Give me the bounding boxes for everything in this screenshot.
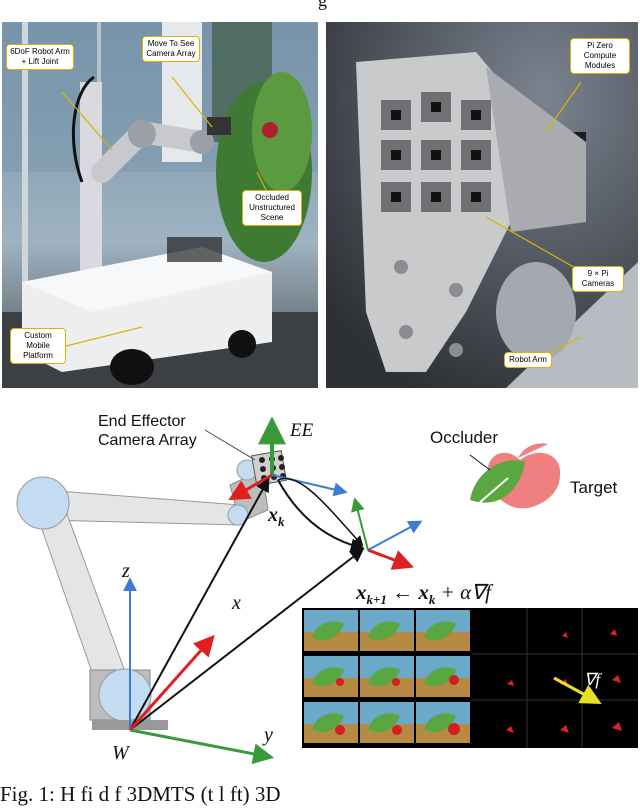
callout-pi-cameras: 9 × Pi Cameras [572, 266, 624, 292]
callout-custom-platform: Custom Mobile Platform [10, 328, 66, 364]
callout-robot-arm-right: Robot Arm [504, 352, 552, 368]
update-rule-x2: x [418, 580, 429, 604]
x-vector-label: x [232, 592, 241, 614]
camera-view-tile [416, 656, 470, 697]
callout-robot-arm: 6DoF Robot Arm + Lift Joint [6, 44, 74, 70]
update-rule-sub1: k+1 [366, 592, 387, 608]
camera-view-tile [360, 702, 414, 743]
callout-pi-zero: Pi Zero Compute Modules [570, 38, 630, 74]
camera-view-tile [304, 610, 358, 651]
camera-image-grid: ∇f [302, 608, 638, 748]
occluder-target-illustration [469, 443, 561, 509]
xk-main: x [268, 504, 278, 526]
camera-view-tile [416, 610, 470, 651]
update-rule-sub2: k [428, 592, 436, 608]
camera-array-photo-illustration [326, 22, 638, 388]
gradient-label: ∇f [584, 670, 601, 689]
segmentation-masks [472, 608, 638, 748]
ee-camera-label-line2: Camera Array [98, 432, 197, 449]
xk-sub: k [278, 514, 285, 529]
target-label: Target [570, 478, 618, 497]
top-caption-fragment: g [318, 0, 327, 10]
callout-occluded-scene: Occluded Unstructured Scene [242, 190, 302, 226]
ee-camera-label: End Effector Camera Array [98, 412, 197, 450]
callout-move-to-see: Move To See Camera Array [142, 36, 200, 62]
occluder-label: Occluder [430, 428, 499, 447]
camera-view-tile [304, 702, 358, 743]
update-rule: xk+1 ← xk + α∇f [356, 580, 492, 608]
photo-camera-array: Pi Zero Compute Modules 9 × Pi Cameras R… [326, 22, 638, 388]
ee-label: EE [290, 420, 314, 441]
w-label: W [112, 742, 129, 764]
camera-view-tile [416, 702, 470, 743]
z-axis-label: z [122, 560, 130, 582]
ee-camera-label-line1: End Effector [98, 413, 186, 430]
camera-view-tile [304, 656, 358, 697]
y-axis-label: y [264, 724, 273, 746]
update-rule-x1: x [356, 580, 367, 604]
photo-mobile-platform: 6DoF Robot Arm + Lift Joint Move To See … [2, 22, 318, 388]
robot-arm-drawing [16, 459, 269, 730]
bottom-caption-fragment: Fig. 1: H fi d f 3DMTS (t l ft) 3D [0, 782, 281, 806]
platform-photo-illustration [2, 22, 318, 388]
move-to-see-diagram [16, 416, 561, 765]
camera-view-tile [360, 656, 414, 697]
xk-label: xk [268, 504, 285, 530]
camera-view-tile [360, 610, 414, 651]
